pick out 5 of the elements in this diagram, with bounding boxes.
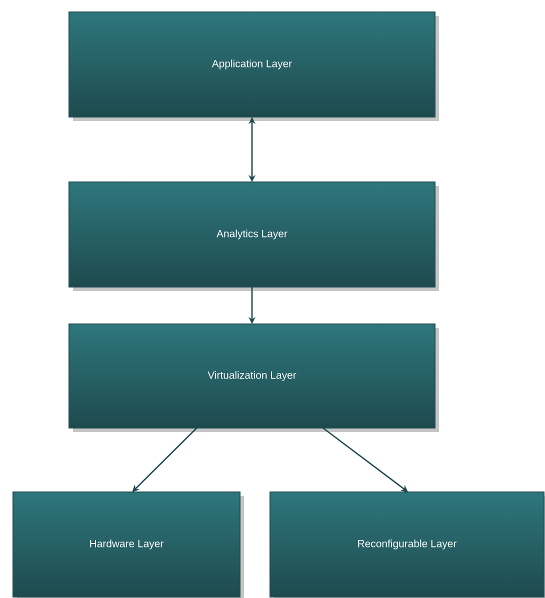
layer-box: Hardware Layer	[12, 492, 244, 598]
layer-box: Reconfigurable Layer	[270, 492, 545, 598]
layer-box: Application Layer	[68, 12, 439, 121]
layer-box: Analytics Layer	[68, 182, 439, 291]
layer-box: Virtualization Layer	[68, 324, 439, 432]
